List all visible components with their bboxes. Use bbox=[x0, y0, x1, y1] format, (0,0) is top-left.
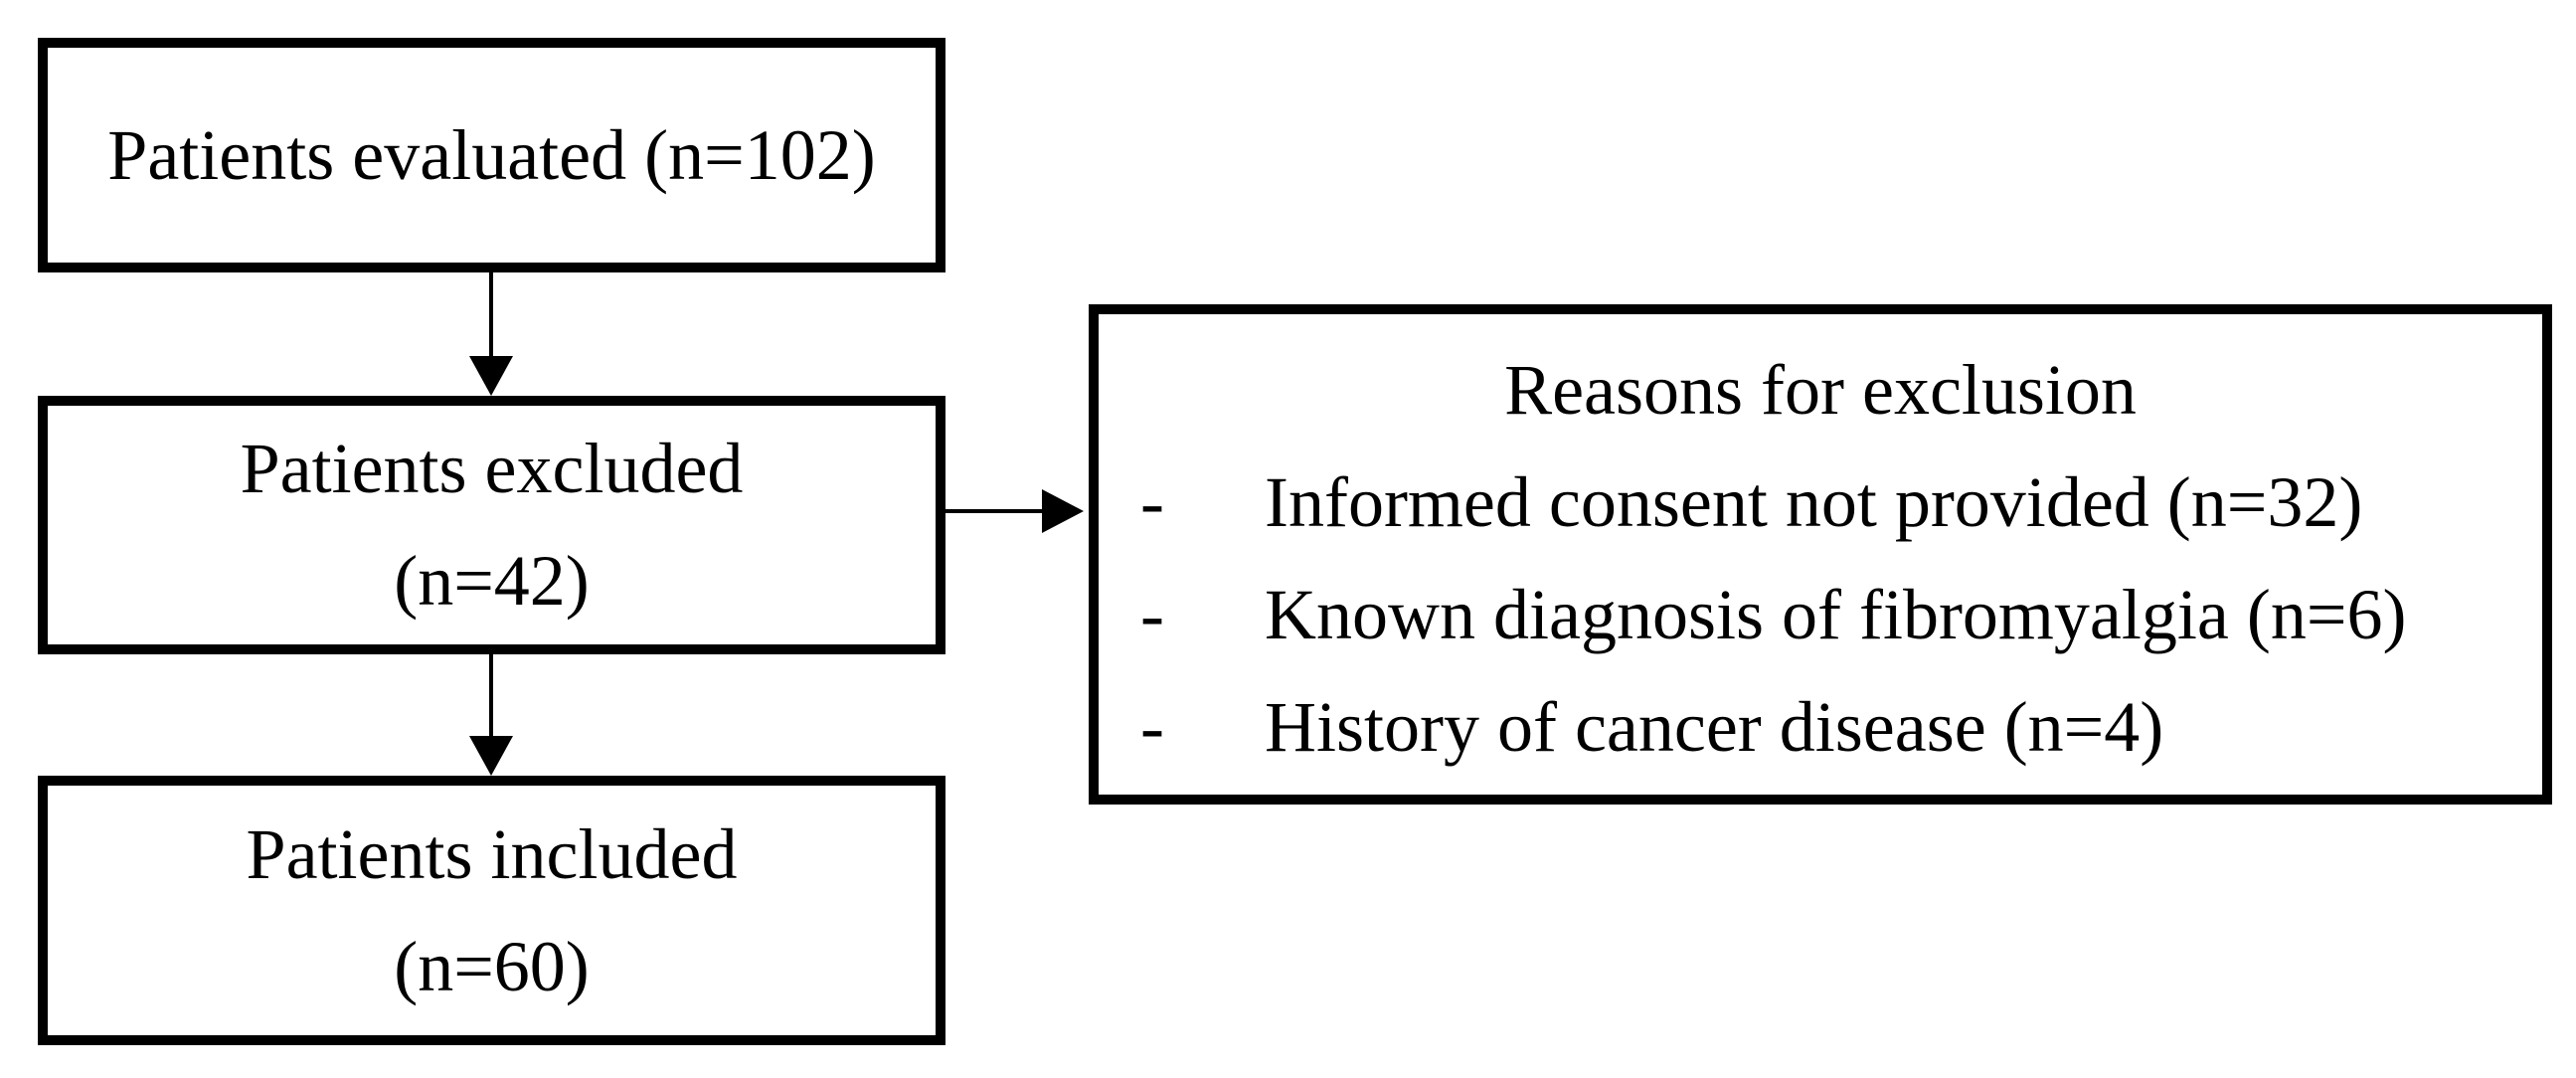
reasons-title: Reasons for exclusion bbox=[1504, 350, 2137, 430]
bullet-dash: - bbox=[1140, 462, 1164, 542]
bullet-dash: - bbox=[1140, 687, 1164, 767]
arrow-line-excluded-to-reasons bbox=[945, 509, 1044, 513]
reason-item: - Known diagnosis of fibromyalgia (n=6) bbox=[1099, 559, 2542, 671]
box-patients-excluded: Patients excluded (n=42) bbox=[38, 396, 945, 654]
arrow-line-evaluated-to-excluded bbox=[489, 271, 493, 359]
box-patients-included: Patients included (n=60) bbox=[38, 776, 945, 1045]
arrowhead-down-icon bbox=[469, 356, 513, 396]
box-reasons-for-exclusion: Reasons for exclusion - Informed consent… bbox=[1089, 304, 2552, 805]
reason-item: - Informed consent not provided (n=32) bbox=[1099, 447, 2542, 559]
arrowhead-down-icon bbox=[469, 736, 513, 776]
box-patients-excluded-label: Patients excluded bbox=[240, 429, 744, 508]
box-patients-evaluated-label: Patients evaluated (n=102) bbox=[107, 114, 876, 195]
reason-item-text: History of cancer disease (n=4) bbox=[1265, 687, 2164, 767]
box-patients-excluded-count: (n=42) bbox=[394, 541, 590, 621]
arrowhead-right-icon bbox=[1042, 489, 1084, 533]
bullet-dash: - bbox=[1140, 575, 1164, 654]
box-patients-evaluated: Patients evaluated (n=102) bbox=[38, 38, 945, 272]
reason-item-text: Informed consent not provided (n=32) bbox=[1265, 462, 2363, 542]
reason-item-text: Known diagnosis of fibromyalgia (n=6) bbox=[1265, 575, 2407, 654]
reason-item: - History of cancer disease (n=4) bbox=[1099, 671, 2542, 784]
arrow-line-excluded-to-included bbox=[489, 653, 493, 739]
box-patients-included-label: Patients included bbox=[246, 813, 738, 894]
box-patients-included-count: (n=60) bbox=[394, 926, 590, 1006]
